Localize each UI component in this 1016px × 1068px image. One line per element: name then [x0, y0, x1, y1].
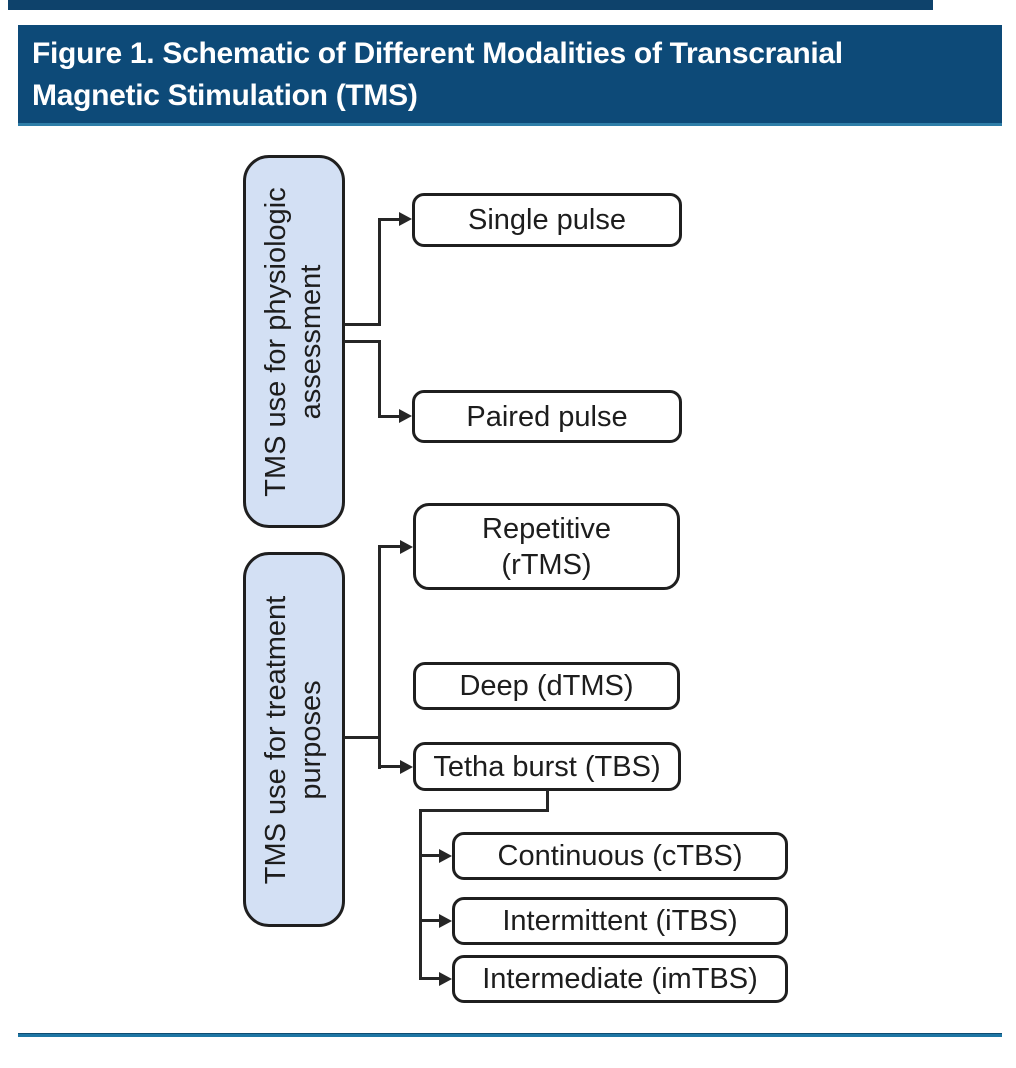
- arrowhead-paired-pulse: [399, 409, 412, 423]
- category-treatment-line2: purposes: [295, 679, 327, 800]
- node-theta-burst-label: Tetha burst (TBS): [433, 750, 661, 783]
- figure-title-line2: Magnetic Stimulation (TMS): [32, 79, 418, 112]
- connector-treatment-stub: [344, 736, 381, 739]
- node-paired-pulse: Paired pulse: [412, 390, 682, 443]
- node-intermittent-label: Intermittent (iTBS): [502, 905, 738, 937]
- top-accent-bar: [8, 0, 933, 10]
- node-repetitive-line1: Repetitive: [482, 512, 611, 545]
- node-intermediate-label: Intermediate (imTBS): [482, 963, 758, 995]
- category-physiologic-line1: TMS use for physiologic: [260, 186, 292, 497]
- node-continuous-label: Continuous (cTBS): [497, 840, 743, 872]
- arrowhead-theta-burst: [400, 760, 413, 774]
- category-treatment-label: TMS use for treatment purposes: [246, 555, 342, 924]
- connector-theta-vertical: [419, 809, 422, 980]
- connector-physio-stub-down: [344, 340, 381, 343]
- node-continuous-ctbs: Continuous (cTBS): [452, 832, 788, 880]
- node-single-pulse-label: Single pulse: [468, 204, 626, 236]
- connector-to-paired-pulse: [378, 415, 402, 418]
- arrowhead-intermediate: [439, 972, 452, 986]
- arrowhead-single-pulse: [399, 212, 412, 226]
- figure-title-line1: Figure 1. Schematic of Different Modalit…: [32, 37, 843, 70]
- category-treatment-line1: TMS use for treatment: [260, 595, 292, 884]
- category-physiologic-assessment: TMS use for physiologic assessment: [243, 155, 345, 528]
- connector-physio-vertical-down: [378, 340, 381, 418]
- connector-theta-drop: [546, 790, 549, 811]
- figure-title-banner: Figure 1. Schematic of Different Modalit…: [18, 25, 1002, 126]
- category-treatment-purposes: TMS use for treatment purposes: [243, 552, 345, 927]
- connector-physio-vertical-up: [378, 218, 381, 326]
- node-deep-dtms: Deep (dTMS): [413, 662, 680, 710]
- node-intermittent-itbs: Intermittent (iTBS): [452, 897, 788, 945]
- arrowhead-continuous: [439, 849, 452, 863]
- arrowhead-repetitive: [400, 540, 413, 554]
- node-paired-pulse-label: Paired pulse: [466, 400, 628, 433]
- node-repetitive-line2: (rTMS): [501, 548, 592, 581]
- connector-to-theta-burst: [378, 765, 403, 768]
- node-repetitive-rtms: Repetitive (rTMS): [413, 503, 680, 590]
- connector-theta-horizontal: [419, 809, 549, 812]
- category-physiologic-label: TMS use for physiologic assessment: [246, 158, 342, 525]
- connector-to-intermittent: [419, 919, 442, 922]
- node-theta-burst-tbs: Tetha burst (TBS): [413, 742, 681, 791]
- connector-physio-stub-up: [344, 323, 381, 326]
- node-single-pulse: Single pulse: [412, 193, 682, 247]
- connector-to-continuous: [419, 854, 442, 857]
- node-intermediate-imtbs: Intermediate (imTBS): [452, 955, 788, 1003]
- arrowhead-intermittent: [439, 914, 452, 928]
- category-physiologic-line2: assessment: [295, 264, 327, 419]
- connector-to-single-pulse: [378, 218, 402, 221]
- connector-to-intermediate: [419, 977, 442, 980]
- connector-to-repetitive: [378, 545, 403, 548]
- figure-title: Figure 1. Schematic of Different Modalit…: [32, 33, 992, 117]
- bottom-rule: [18, 1033, 1002, 1037]
- connector-treatment-vertical: [378, 545, 381, 769]
- node-deep-dtms-label: Deep (dTMS): [459, 670, 634, 702]
